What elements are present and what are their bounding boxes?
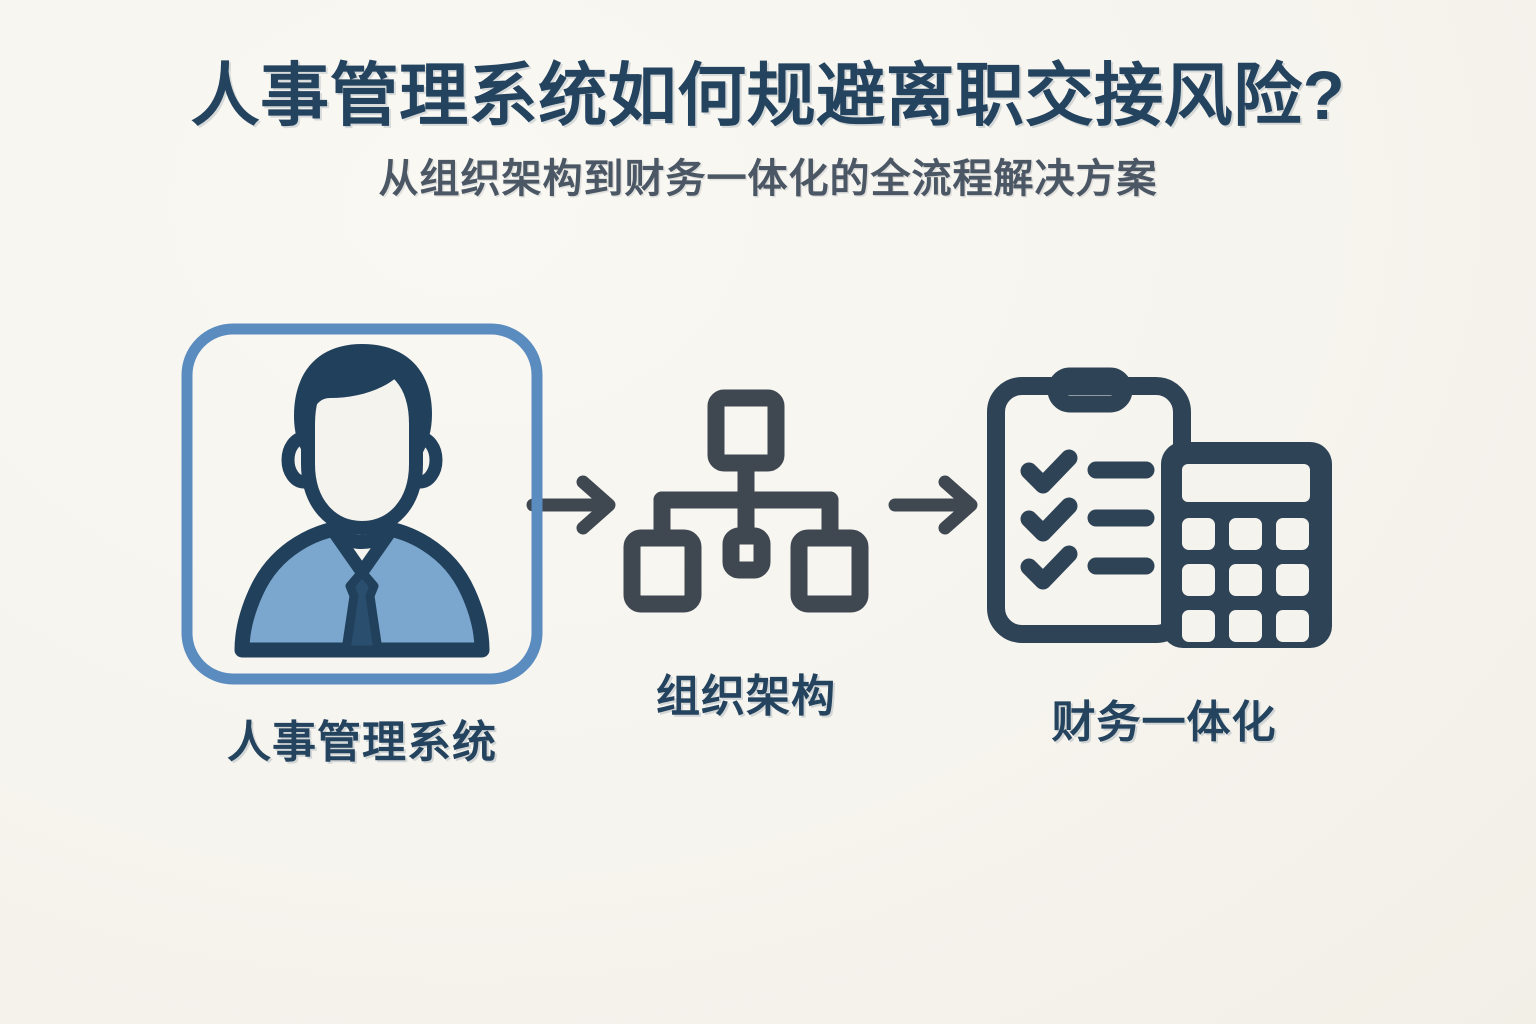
arrow-right-icon — [888, 475, 978, 535]
flow-connector-2 — [878, 318, 996, 692]
flow-step-label-finance-integration: 财务一体化 — [1051, 698, 1277, 747]
clipboard-calculator-icon — [987, 367, 1332, 648]
flow-step-hr-system: 人事管理系统 — [162, 318, 562, 770]
process-flow: 人事管理系统 — [0, 318, 1536, 767]
arrow-right-icon — [526, 475, 616, 535]
flow-step-label-hr-system: 人事管理系统 — [227, 718, 497, 767]
page-subtitle: 从组织架构到财务一体化的全流程解决方案 — [378, 156, 1158, 201]
flow-connector-1 — [516, 318, 634, 692]
org-chart-art — [617, 318, 875, 654]
org-chart-icon — [623, 389, 869, 613]
flow-step-org-structure: 组织架构 — [596, 318, 896, 724]
page-title: 人事管理系统如何规避离职交接风险? — [190, 57, 1346, 134]
flow-step-label-org-structure: 组织架构 — [656, 672, 836, 721]
person-avatar-frame — [178, 318, 546, 690]
flow-step-finance-integration: 财务一体化 — [954, 318, 1374, 750]
clipboard-icon — [987, 367, 1191, 643]
calculator-icon — [1161, 442, 1332, 648]
heading-block: 人事管理系统如何规避离职交接风险? 从组织架构到财务一体化的全流程解决方案 — [0, 58, 1536, 202]
clipboard-calculator-art — [986, 318, 1342, 674]
person-avatar-icon — [181, 323, 543, 685]
